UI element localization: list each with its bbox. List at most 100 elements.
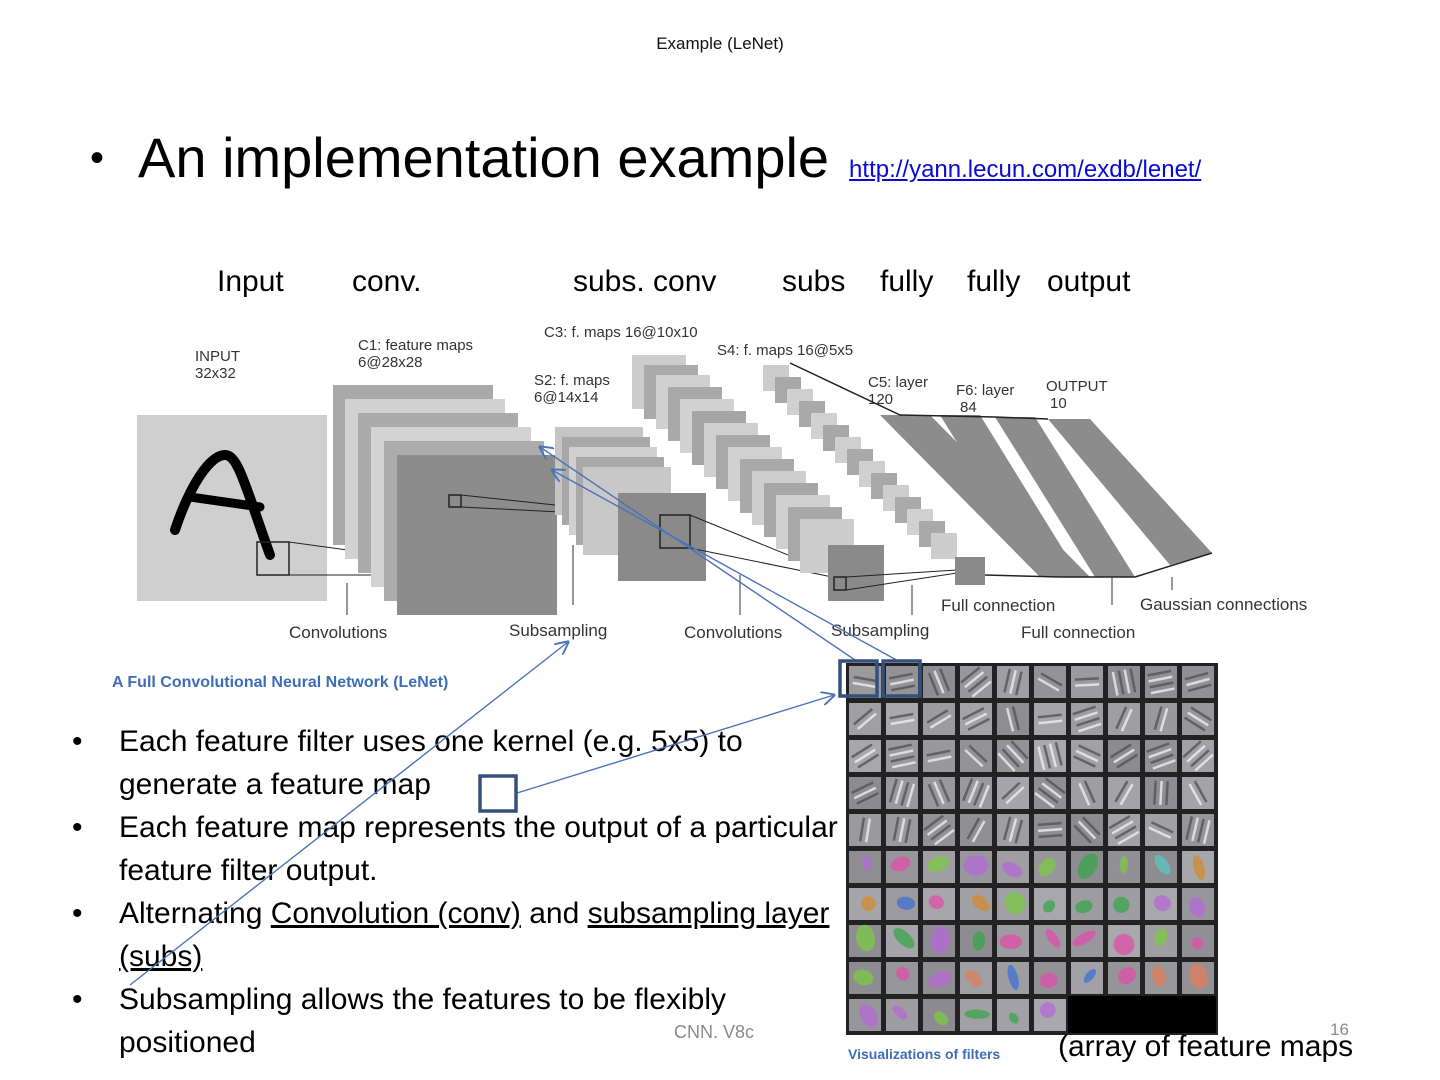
filter-cell [1108, 962, 1140, 994]
bullet-text: Alternating [119, 897, 271, 930]
filter-cell [886, 740, 918, 772]
filter-cell [923, 925, 955, 957]
filter-cell [1108, 777, 1140, 809]
bullet-text: Each feature filter uses one kernel (e.g… [119, 725, 743, 801]
s2-label-line-1: S2: f. maps [534, 372, 610, 389]
c1-label: C1: feature maps 6@28x28 [358, 337, 473, 371]
input-image [137, 415, 516, 601]
filter-cell [1034, 888, 1066, 920]
filter-cell [849, 814, 881, 846]
label-full-connection-2: Full connection [1021, 623, 1135, 642]
filter-cell-empty [1179, 996, 1216, 1033]
filter-cell [1071, 962, 1103, 994]
filter-cell [1145, 740, 1177, 772]
filter-cell [1145, 703, 1177, 735]
bullet-text: Each feature map represents the output o… [119, 811, 838, 887]
filter-cell [1182, 814, 1214, 846]
filter-cell [1071, 814, 1103, 846]
filter-cell [997, 925, 1029, 957]
label-convolutions-2: Convolutions [684, 623, 782, 642]
filter-cell [849, 703, 881, 735]
input-label-line-2: 32x32 [195, 365, 236, 382]
filter-cell [1108, 666, 1140, 698]
filter-cell [1071, 851, 1103, 883]
main-bullet: • An implementation example http://yann.… [90, 125, 1201, 190]
filter-cell [849, 924, 881, 957]
filter-cell [923, 962, 955, 994]
filter-cell [923, 999, 955, 1031]
f6-label-line-2: 84 [960, 399, 977, 416]
filter-cell [886, 999, 918, 1031]
s2-label-line-2: 6@14x14 [534, 389, 598, 406]
filter-cell [1071, 703, 1103, 735]
c1-label-line-2: 6@28x28 [358, 354, 422, 371]
s4-label: S4: f. maps 16@5x5 [717, 342, 853, 359]
filters-side-caption: (array of feature maps [1058, 1030, 1354, 1063]
filter-cell [1034, 814, 1066, 846]
filter-cell [1145, 666, 1177, 698]
label-subsampling-1: Subsampling [509, 621, 607, 640]
filter-cell [1034, 925, 1066, 957]
filter-cell [1071, 777, 1103, 809]
label-convolutions-1: Convolutions [289, 623, 387, 642]
input-label: INPUT 32x32 [195, 348, 240, 382]
filter-cell [1145, 888, 1177, 920]
filter-cell [886, 666, 918, 698]
filter-cell-empty [1142, 996, 1179, 1033]
filter-cell [1071, 666, 1103, 698]
layer-label-fully-2: fully [967, 265, 1021, 298]
filter-cell [1182, 888, 1214, 920]
filter-cell [1071, 888, 1103, 920]
filter-cell [923, 851, 955, 883]
c1-feature-maps [333, 385, 641, 615]
filter-cell [1034, 666, 1066, 698]
filter-cell [849, 999, 881, 1031]
lenet-link[interactable]: http://yann.lecun.com/exdb/lenet/ [849, 156, 1202, 183]
filter-cell [1034, 851, 1066, 883]
filter-cell [886, 703, 918, 735]
filter-cell [997, 888, 1029, 920]
full-connection-bands [789, 362, 1213, 578]
filter-cell [1182, 962, 1214, 994]
filter-cell [960, 703, 992, 735]
bullet-text: Subsampling allows the features to be fl… [119, 983, 727, 1059]
bullet-dot: • [90, 136, 105, 180]
s2-label: S2: f. maps 6@14x14 [534, 372, 610, 406]
filter-cell [960, 962, 992, 994]
label-full-connection-1: Full connection [941, 596, 1055, 615]
filter-cell [1034, 740, 1066, 772]
filter-cell [1108, 851, 1140, 883]
filter-cell [960, 814, 992, 846]
filter-cell [997, 777, 1029, 809]
filter-cell-empty [1105, 996, 1142, 1033]
main-bullet-text: An implementation example [138, 126, 830, 189]
filter-cell [923, 777, 955, 809]
filter-cell [1108, 740, 1140, 772]
layer-label-subs-conv: subs. conv [573, 265, 717, 298]
filter-cell [886, 777, 918, 809]
filter-cell [1182, 925, 1214, 957]
bullet-item: Each feature filter uses one kernel (e.g… [72, 720, 842, 806]
filter-cell [1071, 740, 1103, 772]
filter-cell [1034, 999, 1066, 1031]
filter-cell [923, 740, 955, 772]
filter-cell [960, 999, 992, 1031]
filter-cell [1108, 888, 1140, 920]
filter-visualization: Visualizations of filters [846, 663, 1218, 1062]
underlined-term: Convolution (conv) [270, 897, 521, 930]
filter-cell [886, 851, 918, 883]
bullet-list: Each feature filter uses one kernel (e.g… [72, 720, 842, 1064]
layer-label-input: Input [217, 265, 284, 298]
filter-cell-empty [1068, 996, 1105, 1033]
filter-cell [849, 777, 881, 809]
filter-cell [1145, 814, 1177, 846]
bullet-item: Alternating Convolution (conv) and subsa… [72, 892, 842, 978]
layer-label-subs: subs [782, 265, 846, 298]
filter-cell [960, 666, 992, 698]
filter-cell [1145, 962, 1177, 994]
filter-cell [923, 888, 955, 920]
filter-cell [1034, 962, 1066, 994]
filter-cell [849, 851, 881, 883]
filter-cell [923, 703, 955, 735]
c3-label: C3: f. maps 16@10x10 [544, 324, 698, 341]
